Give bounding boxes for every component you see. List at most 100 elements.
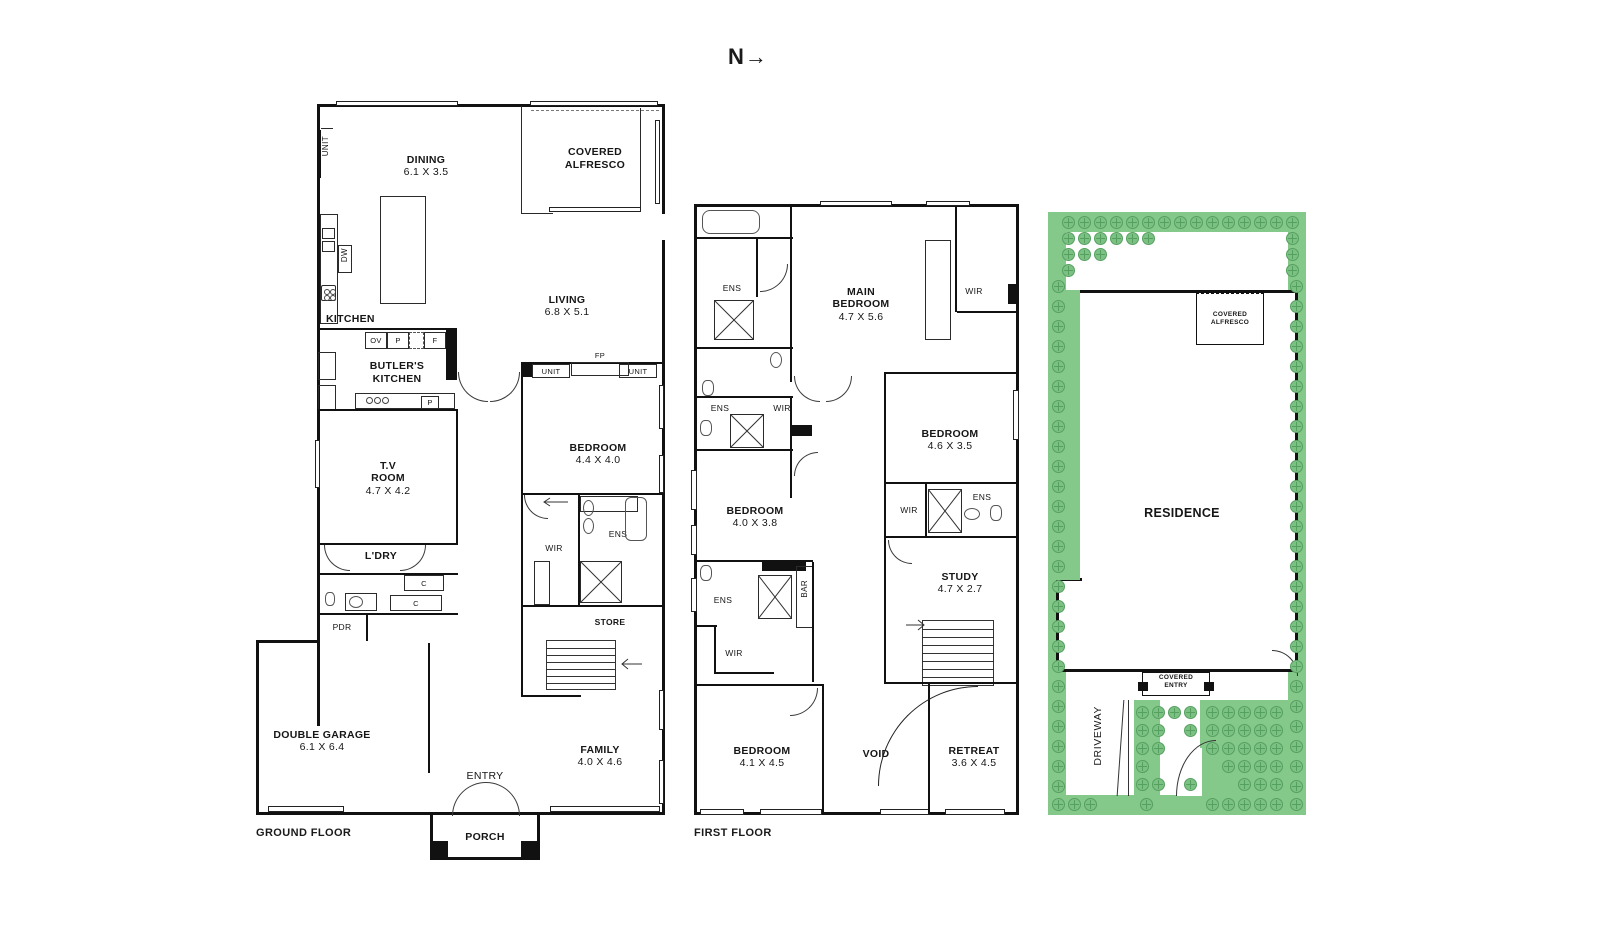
- bench-run: [355, 393, 455, 409]
- bed: [925, 240, 951, 340]
- pier: [1204, 682, 1214, 691]
- north-arrow-icon: →: [744, 44, 768, 69]
- wall-segment: [762, 560, 806, 571]
- wall-segment: [1008, 284, 1019, 304]
- sliding-door-arrow-icon: [543, 497, 568, 507]
- room-label-ens-lower: ENS: [713, 595, 733, 605]
- toilet: [325, 592, 335, 606]
- shower: [928, 489, 962, 533]
- cupboard-c2: [390, 595, 442, 611]
- fixture-label-unit: UNIT: [321, 136, 330, 157]
- room-label-bar: BAR: [800, 580, 809, 598]
- fixture-label-unit-left: UNIT: [541, 367, 561, 376]
- north-indicator: N→: [728, 44, 768, 70]
- kitchen-bench: [320, 214, 338, 324]
- shower: [714, 300, 754, 340]
- residence-outline: [1056, 290, 1298, 672]
- door-swing: [486, 782, 520, 816]
- room-label-pdr: PDR: [332, 622, 352, 632]
- door-swing: [452, 782, 486, 816]
- room-label-ens-ground: ENS: [608, 529, 628, 539]
- shower-cross-icon: [927, 488, 963, 534]
- door-swing: [888, 540, 912, 564]
- garden-strip-left: [1048, 290, 1080, 580]
- pier: [430, 841, 448, 860]
- window: [659, 690, 664, 730]
- shower: [730, 414, 764, 448]
- laundry-trough: [345, 593, 377, 611]
- room-label-wir-ground: WIR: [545, 543, 563, 553]
- stair-direction-arrow-icon: [621, 658, 642, 670]
- kitchen-island: [380, 196, 426, 304]
- window: [549, 207, 641, 212]
- fixture-label-fp: FP: [594, 351, 606, 360]
- window: [530, 101, 658, 106]
- room-label-ens-mid: ENS: [710, 403, 730, 413]
- alfresco-edge: [531, 110, 659, 212]
- toilet: [700, 565, 712, 581]
- fixture-label-c1: C: [421, 579, 427, 588]
- trough-bowl: [349, 596, 363, 608]
- site-label-driveway: DRIVEWAY: [1092, 706, 1104, 766]
- toilet: [700, 420, 712, 436]
- door-swing: [324, 545, 350, 571]
- basin: [770, 352, 782, 368]
- fixture-label-p: P: [395, 336, 401, 345]
- window: [550, 806, 660, 812]
- staircase: [922, 620, 994, 686]
- door-swing: [826, 376, 852, 402]
- window: [336, 101, 458, 106]
- bench-dashed: [409, 332, 424, 349]
- bathtub: [625, 497, 647, 541]
- appliance-fridge: [424, 332, 446, 349]
- staircase: [546, 640, 616, 690]
- ground-floor-caption: GROUND FLOOR: [256, 827, 352, 839]
- window: [945, 809, 1005, 815]
- basin: [583, 518, 594, 534]
- door-swing: [790, 688, 818, 716]
- room-label-wir-right: WIR: [900, 505, 918, 515]
- door-swing: [794, 376, 820, 402]
- window: [880, 809, 930, 815]
- window: [659, 385, 664, 429]
- basin: [964, 508, 980, 520]
- bathtub: [702, 210, 760, 234]
- pier: [1138, 682, 1148, 691]
- toilet: [702, 380, 714, 396]
- appliance-pantry: [387, 332, 409, 349]
- room-label-porch: PORCH: [465, 831, 505, 843]
- shower-cross-icon: [729, 413, 765, 449]
- robe: [534, 561, 550, 605]
- room-label-ldry: L'DRY: [364, 550, 398, 562]
- shower: [580, 561, 622, 603]
- window: [315, 440, 320, 488]
- north-label: N: [728, 44, 745, 69]
- fixture-label-p2: P: [427, 398, 433, 407]
- shower-cross-icon: [713, 299, 755, 341]
- room-label-wir-main: WIR: [965, 286, 983, 296]
- vanity: [580, 496, 638, 512]
- door-swing: [794, 452, 818, 476]
- basin: [583, 500, 594, 516]
- site-covered-alfresco-box: [1196, 293, 1264, 345]
- sink: [322, 241, 335, 252]
- pier: [521, 841, 540, 860]
- shower: [758, 575, 792, 619]
- room-label-wir-mid: WIR: [773, 403, 791, 413]
- unit-right: [619, 364, 657, 378]
- toilet: [990, 505, 1002, 521]
- room-label-ens-right: ENS: [972, 492, 992, 502]
- room-label-wir-lower: WIR: [725, 648, 743, 658]
- window: [691, 470, 697, 510]
- window: [691, 525, 697, 555]
- window: [1013, 390, 1019, 440]
- first-floor-caption: FIRST FLOOR: [694, 827, 772, 839]
